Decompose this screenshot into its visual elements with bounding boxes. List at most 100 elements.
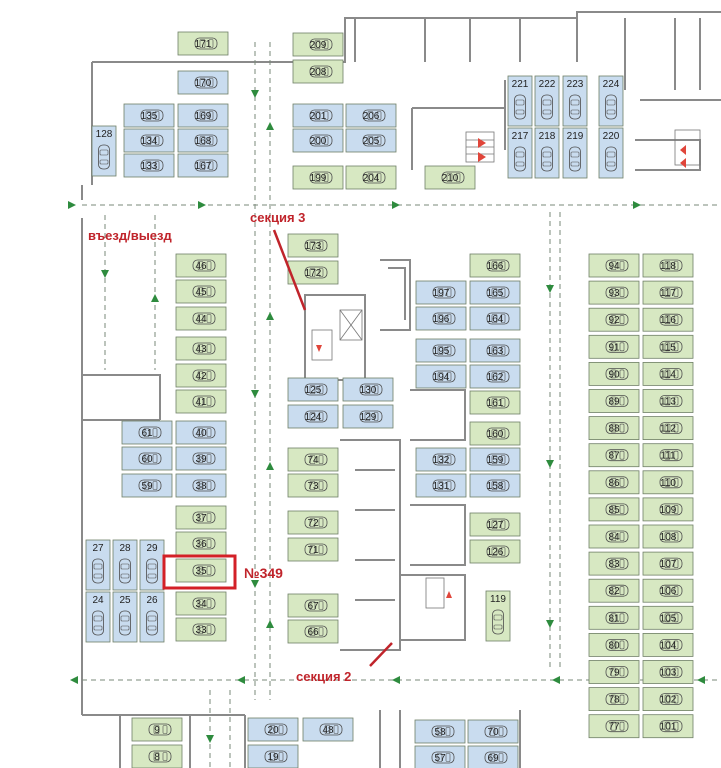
parking-spot-196[interactable]: 196 [415,306,467,331]
parking-spot-28[interactable]: 28 [112,539,138,591]
parking-spot-61[interactable]: 61 [121,420,173,445]
parking-spot-93[interactable]: 93 [588,280,640,305]
parking-spot-29[interactable]: 29 [139,539,165,591]
parking-spot-83[interactable]: 83 [588,551,640,576]
parking-spot-77[interactable]: 77 [588,714,640,739]
parking-spot-129[interactable]: 129 [342,404,394,429]
parking-spot-19[interactable]: 19 [247,744,299,768]
parking-spot-48[interactable]: 48 [302,717,354,742]
parking-spot-74[interactable]: 74 [287,447,339,472]
parking-spot-81[interactable]: 81 [588,605,640,630]
parking-spot-33[interactable]: 33 [175,617,227,642]
parking-spot-70[interactable]: 70 [467,719,519,744]
parking-spot-27[interactable]: 27 [85,539,111,591]
parking-spot-88[interactable]: 88 [588,416,640,441]
parking-spot-113[interactable]: 113 [642,389,694,413]
parking-spot-71[interactable]: 71 [287,537,339,562]
parking-spot-217[interactable]: 217 [507,127,533,179]
parking-spot-90[interactable]: 90 [588,361,640,386]
parking-spot-201[interactable]: 201 [292,103,344,128]
parking-spot-44[interactable]: 44 [175,306,227,331]
parking-spot-205[interactable]: 205 [345,128,397,153]
parking-spot-161[interactable]: 161 [469,390,521,415]
parking-spot-108[interactable]: 108 [642,524,694,549]
parking-spot-46[interactable]: 46 [175,253,227,278]
parking-spot-39[interactable]: 39 [175,446,227,471]
parking-spot-162[interactable]: 162 [469,364,521,389]
parking-spot-102[interactable]: 102 [642,687,694,711]
parking-spot-194[interactable]: 194 [415,364,467,389]
parking-spot-200[interactable]: 200 [292,128,344,153]
parking-spot-60[interactable]: 60 [121,446,173,471]
parking-spot-220[interactable]: 220 [598,127,624,179]
parking-spot-208[interactable]: 208 [292,59,344,84]
parking-spot-104[interactable]: 104 [642,633,694,657]
parking-spot-66[interactable]: 66 [287,619,339,644]
parking-spot-25[interactable]: 25 [112,591,138,643]
parking-spot-125[interactable]: 125 [287,377,339,402]
parking-spot-57[interactable]: 57 [414,745,466,768]
parking-spot-165[interactable]: 165 [469,280,521,305]
parking-spot-209[interactable]: 209 [292,32,344,57]
parking-spot-45[interactable]: 45 [175,279,227,304]
parking-spot-173[interactable]: 173 [287,233,339,258]
parking-spot-167[interactable]: 167 [177,153,229,178]
parking-spot-221[interactable]: 221 [507,75,533,127]
parking-spot-119[interactable]: 119 [485,590,511,642]
parking-spot-103[interactable]: 103 [642,660,694,684]
parking-spot-84[interactable]: 84 [588,524,640,549]
parking-spot-24[interactable]: 24 [85,591,111,643]
parking-spot-164[interactable]: 164 [469,306,521,331]
parking-spot-9[interactable]: 9 [131,717,183,742]
parking-spot-43[interactable]: 43 [175,336,227,361]
parking-spot-130[interactable]: 130 [342,377,394,402]
parking-spot-107[interactable]: 107 [642,551,694,576]
parking-spot-210[interactable]: 210 [424,165,476,190]
parking-spot-106[interactable]: 106 [642,578,694,603]
parking-spot-131[interactable]: 131 [415,473,467,498]
parking-spot-133[interactable]: 133 [123,153,175,178]
parking-spot-36[interactable]: 36 [175,531,227,556]
parking-spot-158[interactable]: 158 [469,473,521,498]
parking-spot-206[interactable]: 206 [345,103,397,128]
parking-spot-199[interactable]: 199 [292,165,344,190]
parking-spot-69[interactable]: 69 [467,745,519,768]
parking-spot-8[interactable]: 8 [131,744,183,768]
parking-spot-166[interactable]: 166 [469,253,521,278]
parking-spot-91[interactable]: 91 [588,334,640,359]
parking-spot-79[interactable]: 79 [588,660,640,684]
parking-spot-168[interactable]: 168 [177,128,229,153]
parking-spot-85[interactable]: 85 [588,497,640,522]
parking-spot-135[interactable]: 135 [123,103,175,128]
parking-spot-114[interactable]: 114 [642,361,694,386]
parking-spot-73[interactable]: 73 [287,473,339,498]
parking-spot-112[interactable]: 112 [642,416,694,441]
parking-spot-115[interactable]: 115 [642,334,694,359]
parking-spot-204[interactable]: 204 [345,165,397,190]
parking-spot-38[interactable]: 38 [175,473,227,498]
parking-spot-127[interactable]: 127 [469,512,521,537]
parking-spot-59[interactable]: 59 [121,473,173,498]
parking-spot-94[interactable]: 94 [588,253,640,278]
parking-spot-35[interactable]: 35 [175,558,227,583]
parking-spot-172[interactable]: 172 [287,260,339,285]
parking-spot-128[interactable]: 128 [91,125,117,177]
parking-spot-42[interactable]: 42 [175,363,227,388]
parking-spot-117[interactable]: 117 [642,280,694,305]
parking-spot-169[interactable]: 169 [177,103,229,128]
parking-spot-20[interactable]: 20 [247,717,299,742]
parking-spot-134[interactable]: 134 [123,128,175,153]
parking-spot-222[interactable]: 222 [534,75,560,127]
parking-spot-34[interactable]: 34 [175,591,227,616]
parking-spot-101[interactable]: 101 [642,714,694,739]
parking-spot-224[interactable]: 224 [598,75,624,127]
parking-spot-89[interactable]: 89 [588,389,640,413]
parking-spot-58[interactable]: 58 [414,719,466,744]
parking-spot-171[interactable]: 171 [177,31,229,56]
parking-spot-218[interactable]: 218 [534,127,560,179]
parking-spot-159[interactable]: 159 [469,447,521,472]
parking-spot-86[interactable]: 86 [588,470,640,495]
parking-spot-111[interactable]: 111 [642,443,694,468]
parking-spot-170[interactable]: 170 [177,70,229,95]
parking-spot-87[interactable]: 87 [588,443,640,468]
